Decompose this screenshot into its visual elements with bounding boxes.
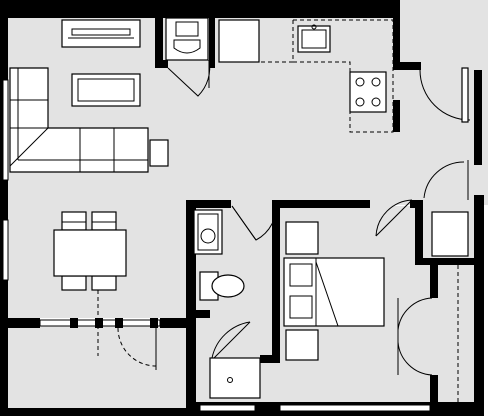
- wall-balcony-top: [0, 318, 40, 328]
- closet-bifold-doors: [397, 297, 433, 376]
- kitchen-sink: [297, 24, 331, 53]
- hall-door-swing: [423, 161, 465, 199]
- windows: [2, 79, 431, 412]
- wall-laundry-bottom: [155, 60, 168, 68]
- wall-laundry-right: [209, 18, 215, 68]
- stove: [349, 71, 387, 113]
- slider-mullions: [70, 318, 158, 328]
- wall-closet-lower: [430, 258, 438, 298]
- entry-door-leaf: [461, 67, 469, 123]
- wall-balcony-left: [0, 318, 8, 416]
- side-table: [149, 139, 169, 167]
- bathroom-sink: [193, 209, 223, 255]
- coffee-table: [71, 73, 141, 107]
- wall-bath-left: [186, 200, 196, 416]
- wall-kitchen-end: [393, 100, 400, 132]
- entry-door-swing: [419, 69, 471, 121]
- bath-door-leaf: [231, 205, 257, 241]
- shower: [209, 321, 261, 399]
- dining-table: [53, 229, 127, 277]
- wall-entry-left: [393, 0, 400, 70]
- wall-closet-top: [415, 258, 475, 265]
- tv-console: [61, 19, 141, 48]
- balcony: [0, 326, 186, 408]
- wall-bed-top: [272, 200, 370, 208]
- wall-entry-right: [474, 70, 482, 165]
- bed-door-swing: [375, 199, 413, 237]
- wall-kitchen-stub: [393, 62, 421, 70]
- toilet: [199, 271, 245, 301]
- window-bathroom: [199, 404, 256, 412]
- dresser: [431, 211, 469, 257]
- nightstands: [285, 221, 319, 361]
- wall-laundry-left: [155, 18, 163, 68]
- wall-right-lower: [474, 195, 484, 416]
- balcony-door-swing: [117, 327, 157, 367]
- window-dining: [2, 219, 9, 281]
- sectional-sofa: [9, 67, 149, 173]
- wall-balcony-top-right: [160, 318, 196, 328]
- wall-closet-left: [415, 200, 423, 265]
- wall-bath-inner-left: [196, 310, 210, 318]
- refrigerator: [218, 19, 260, 63]
- window-bedroom: [279, 404, 431, 412]
- wall-bath-top: [186, 200, 231, 208]
- wall-bath-bed: [272, 200, 280, 360]
- wall-closet-bottom: [430, 375, 438, 405]
- wall-top: [0, 0, 400, 18]
- laundry-door-swing: [167, 59, 211, 97]
- bed-door-leaf: [375, 199, 413, 237]
- bed: [283, 257, 385, 327]
- bath-door-swing: [231, 201, 277, 241]
- window-living: [2, 79, 9, 181]
- stacked-washer-dryer: [165, 17, 209, 61]
- entry-hall: [393, 0, 488, 205]
- wall-bath-lower: [260, 355, 280, 363]
- wall-balcony-bottom: [0, 408, 190, 416]
